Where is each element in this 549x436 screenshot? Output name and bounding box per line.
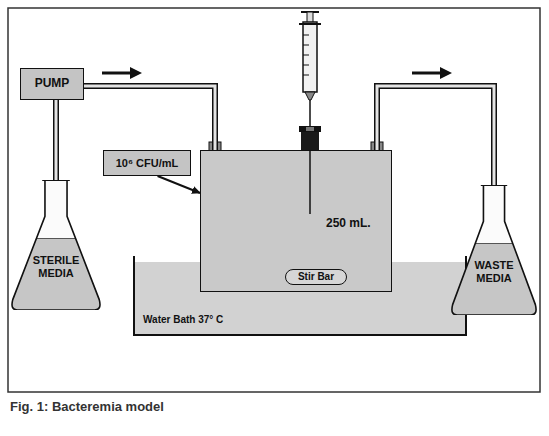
tubing: [56, 100, 57, 181]
leader-arrow: [158, 176, 200, 193]
inoculum-callout: 10⁶ CFU/mL: [103, 150, 191, 176]
syringe: [299, 12, 321, 214]
flow-arrow: [102, 67, 142, 79]
stopper: [299, 126, 321, 150]
node-label: Water Bath 37° C: [143, 314, 223, 326]
node-label: 10⁶ CFU/mL: [116, 157, 179, 170]
node-label: WASTE MEDIA: [458, 259, 530, 284]
node-label: Stir Bar: [298, 271, 334, 283]
pump-box: PUMP: [20, 68, 84, 100]
figure-caption: Fig. 1: Bacteremia model: [10, 400, 164, 415]
media-flask: WASTE MEDIA: [450, 185, 538, 315]
tubing: [377, 86, 494, 186]
node-label: PUMP: [35, 77, 70, 91]
flask-outline: [450, 185, 538, 315]
node-label: STERILE MEDIA: [20, 254, 92, 279]
flask-outline: [10, 180, 102, 310]
media-flask: STERILE MEDIA: [10, 180, 102, 310]
figure-frame: [8, 8, 540, 392]
node-label: 250 mL.: [326, 217, 371, 231]
tubing: [84, 86, 215, 150]
flow-arrow: [412, 67, 452, 79]
stir-bar: Stir Bar: [285, 269, 347, 285]
culture-vessel: 250 mL. Stir Bar: [200, 150, 392, 292]
